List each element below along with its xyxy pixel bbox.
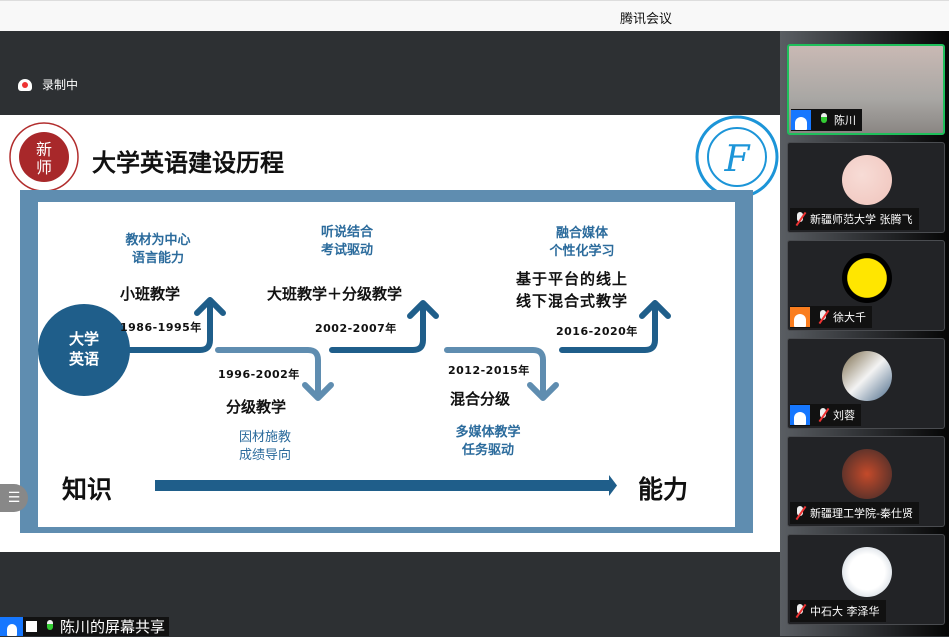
stage2-mode: 分级教学 bbox=[226, 398, 287, 416]
mic-on-icon bbox=[817, 112, 831, 128]
slide-frame-inner bbox=[38, 202, 735, 527]
participant-name: 新疆师范大学 张腾飞 bbox=[810, 213, 913, 226]
slide-title: 大学英语建设历程 bbox=[92, 149, 284, 177]
college-logo: F bbox=[695, 115, 779, 199]
participant-name: 新疆理工学院-秦仕贤 bbox=[810, 507, 913, 520]
timeline-diagram bbox=[38, 297, 671, 496]
mic-muted-icon bbox=[793, 505, 807, 521]
participant-tile[interactable]: 徐大千 bbox=[787, 240, 945, 331]
mic-muted-icon bbox=[816, 407, 830, 423]
arrow-up-5 bbox=[559, 300, 671, 353]
progress-axis-arrow bbox=[155, 480, 610, 491]
user-icon bbox=[791, 110, 811, 130]
mic-on-icon bbox=[43, 619, 57, 635]
avatar bbox=[842, 253, 892, 303]
avatar bbox=[842, 351, 892, 401]
stage4-mode: 混合分级 bbox=[450, 390, 511, 408]
stage1-years: 1986-1995年 bbox=[120, 321, 202, 334]
share-owner-label: 陈川的屏幕共享 bbox=[60, 618, 166, 636]
center-label: 大学英语 bbox=[68, 330, 99, 368]
side-menu-handle-icon[interactable]: ☰ bbox=[0, 484, 28, 512]
participant-name-label: 陈川 bbox=[791, 109, 862, 131]
arrow-down-2 bbox=[215, 347, 334, 401]
stage3-theme: 听说结合考试驱动 bbox=[320, 225, 373, 258]
stage4-years: 2012-2015年 bbox=[448, 364, 530, 377]
participant-name: 陈川 bbox=[834, 114, 856, 127]
mic-muted-icon bbox=[793, 603, 807, 619]
recording-label: 录制中 bbox=[42, 78, 79, 92]
stage3-mode: 大班教学＋分级教学 bbox=[267, 285, 403, 303]
stage5-theme: 融合媒体个性化学习 bbox=[549, 226, 615, 259]
participant-name: 刘蓉 bbox=[833, 409, 855, 422]
stage1-theme: 教材为中心语言能力 bbox=[125, 233, 191, 266]
participant-tile[interactable]: 刘蓉 bbox=[787, 338, 945, 429]
participant-name-label: 中石大 李泽华 bbox=[790, 600, 886, 622]
stage1-mode: 小班教学 bbox=[120, 285, 181, 303]
avatar bbox=[842, 155, 892, 205]
participant-tile[interactable]: 陈川 bbox=[787, 44, 945, 135]
svg-text:F: F bbox=[724, 139, 752, 180]
mic-muted-icon bbox=[793, 211, 807, 227]
stage4-theme: 多媒体教学任务驱动 bbox=[455, 425, 521, 458]
participant-tile[interactable]: 中石大 李泽华 bbox=[787, 534, 945, 625]
arrow-up-1 bbox=[122, 297, 226, 353]
stage5-mode: 基于平台的线上线下混合式教学 bbox=[516, 270, 629, 310]
screen-share-icon bbox=[26, 621, 37, 632]
screen-share-label: 陈川的屏幕共享 bbox=[0, 617, 170, 636]
participant-name: 中石大 李泽华 bbox=[810, 605, 880, 618]
arrow-down-4 bbox=[444, 347, 559, 401]
participant-tile[interactable]: 新疆理工学院-秦仕贤 bbox=[787, 436, 945, 527]
participant-tile[interactable]: 新疆师范大学 张腾飞 bbox=[787, 142, 945, 233]
stage5-years: 2016-2020年 bbox=[556, 325, 638, 338]
axis-end-label: 能力 bbox=[638, 475, 689, 504]
title-bar: 腾讯会议 bbox=[0, 0, 949, 31]
record-icon bbox=[18, 78, 32, 91]
axis-start-label: 知识 bbox=[62, 475, 113, 504]
stage2-theme: 因材施教成绩导向 bbox=[238, 430, 291, 463]
recording-indicator[interactable]: 录制中 bbox=[18, 76, 78, 93]
arrow-up-3 bbox=[329, 300, 439, 353]
participant-name-label: 徐大千 bbox=[790, 306, 872, 328]
center-circle bbox=[38, 304, 130, 396]
stage2-years: 1996-2002年 bbox=[218, 368, 300, 381]
participant-name-label: 新疆理工学院-秦仕贤 bbox=[790, 502, 919, 524]
svg-text:新: 新 bbox=[36, 140, 52, 159]
stage3-years: 2002-2007年 bbox=[315, 322, 397, 335]
user-icon bbox=[0, 617, 23, 636]
avatar bbox=[842, 449, 892, 499]
participant-name: 徐大千 bbox=[833, 311, 866, 324]
user-icon bbox=[790, 307, 810, 327]
avatar bbox=[842, 547, 892, 597]
participant-name-label: 刘蓉 bbox=[790, 404, 861, 426]
participant-name-label: 新疆师范大学 张腾飞 bbox=[790, 208, 919, 230]
svg-text:师: 师 bbox=[36, 158, 52, 177]
user-icon bbox=[790, 405, 810, 425]
mic-muted-icon bbox=[816, 309, 830, 325]
app-title: 腾讯会议 bbox=[620, 12, 673, 27]
